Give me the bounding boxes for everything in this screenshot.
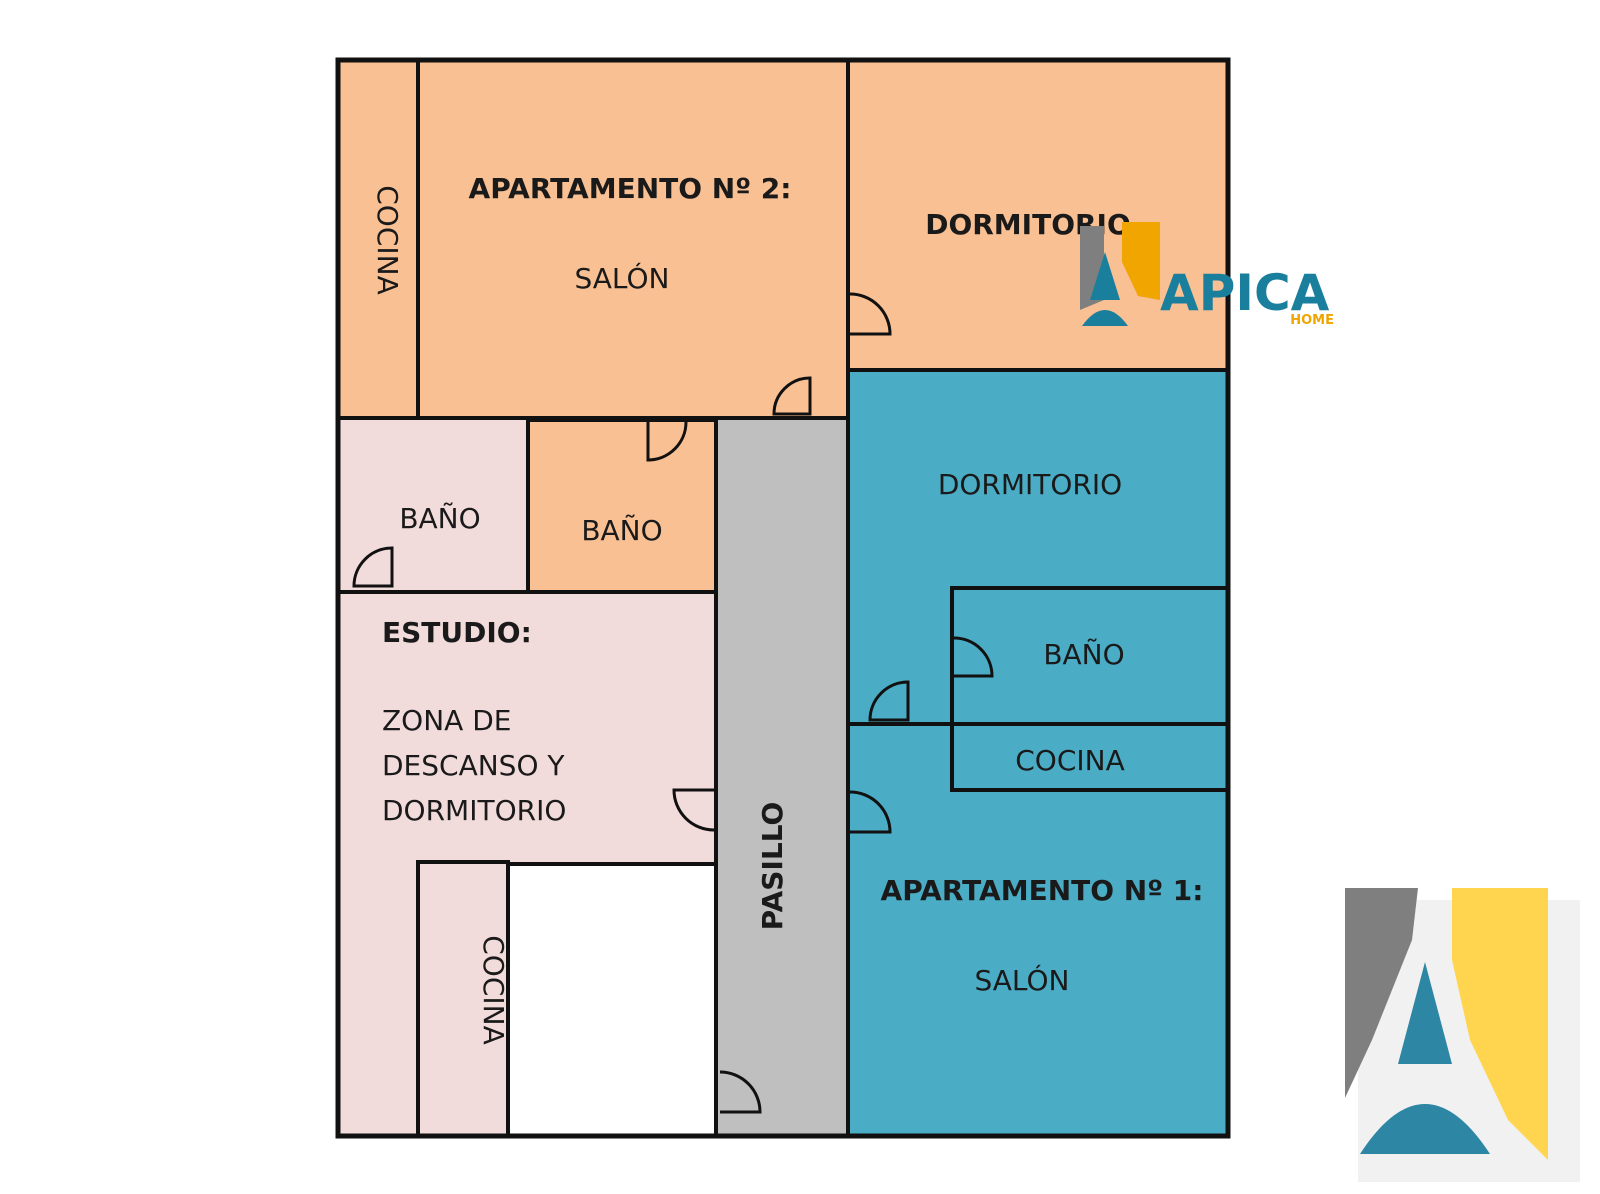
room-apt1-cocina — [950, 722, 1230, 792]
door-apt2-salon — [772, 376, 812, 416]
label-apt1-salon: SALÓN — [974, 963, 1069, 997]
label-apt1-cocina: COCINA — [1015, 744, 1125, 777]
label-estudio-title: ESTUDIO: — [382, 616, 532, 649]
door-apt1-dormitorio — [868, 680, 910, 722]
door-apt1-salon — [849, 790, 892, 834]
label-apt2-bano: BAÑO — [581, 514, 662, 547]
logo-name: APICA — [1160, 264, 1330, 322]
label-apt2-salon: SALÓN — [574, 261, 669, 295]
room-apt2-bano — [526, 418, 718, 594]
void-area — [506, 862, 718, 1138]
door-apt2-dormitorio — [849, 292, 892, 336]
label-estudio-bano: BAÑO — [399, 502, 480, 535]
label-apt1-dormitorio: DORMITORIO — [938, 468, 1122, 501]
label-estudio-line3: DORMITORIO — [382, 794, 566, 827]
label-pasillo: PASILLO — [756, 802, 789, 931]
door-estudio-bano — [352, 546, 394, 588]
label-estudio-line1: ZONA DE — [382, 704, 511, 737]
logo-sub: HOME — [1290, 313, 1334, 328]
door-estudio-main — [672, 788, 715, 832]
door-apt2-bano — [646, 421, 688, 462]
room-apt1-bano — [950, 586, 1230, 726]
apica-watermark-logo: APICA HOME — [1080, 222, 1334, 328]
apica-corner-logo — [1345, 888, 1580, 1182]
label-apt2-cocina: COCINA — [371, 185, 404, 295]
room-pasillo — [714, 416, 850, 1138]
door-apt1-bano — [953, 636, 994, 678]
label-estudio-cocina: COCINA — [477, 935, 510, 1045]
door-pasillo — [719, 1070, 762, 1114]
label-apt2-title: APARTAMENTO Nº 2: — [469, 172, 792, 205]
room-apt2-dormitorio — [846, 58, 1230, 372]
label-apt1-bano: BAÑO — [1043, 638, 1124, 671]
label-estudio-line2: DESCANSO Y — [382, 749, 565, 782]
outer-wall — [335, 57, 1231, 1139]
room-apt2-salon — [416, 58, 850, 420]
label-apt1-title: APARTAMENTO Nº 1: — [881, 874, 1204, 907]
